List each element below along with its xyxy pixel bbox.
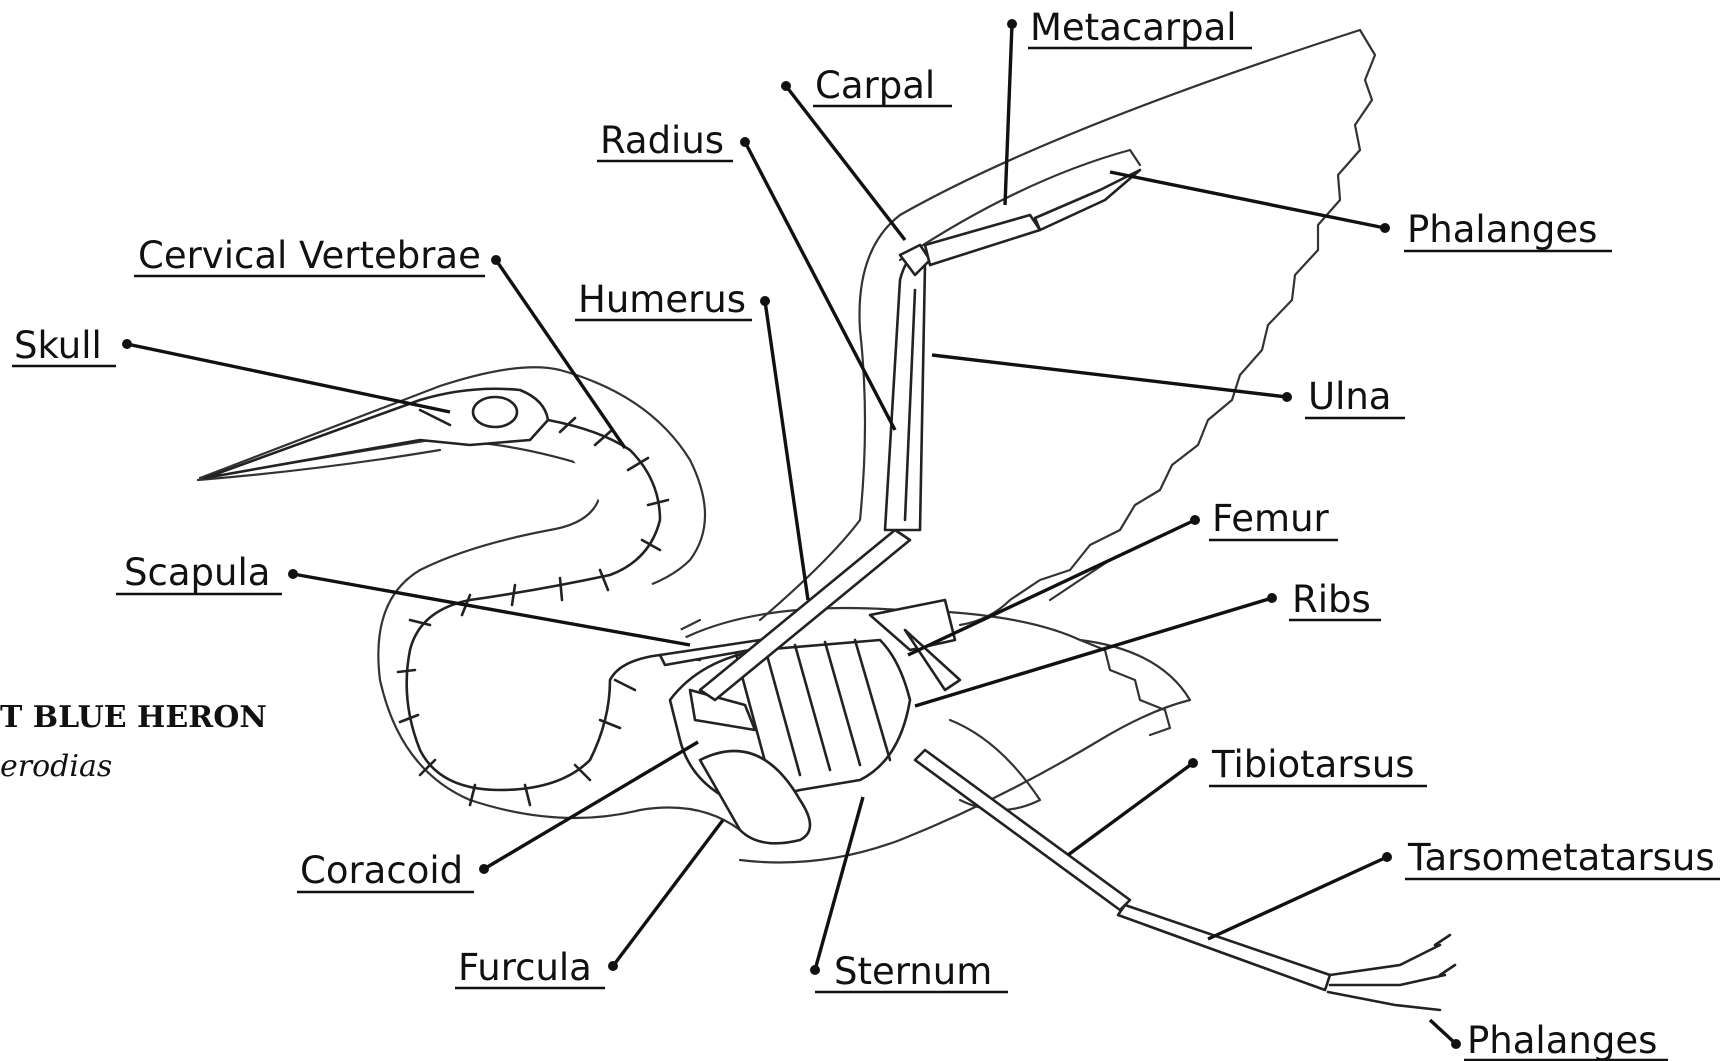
- label-ulna: Ulna: [1308, 375, 1392, 418]
- tarsometatarsus-bone: [1118, 905, 1330, 990]
- ulna-bone: [885, 255, 925, 530]
- wing-phalanges-bone: [1035, 170, 1140, 230]
- label-skull: Skull: [14, 324, 102, 367]
- metacarpal-bone: [925, 215, 1040, 265]
- label-phalanges-foot: Phalanges: [1467, 1019, 1657, 1061]
- tibiotarsus-bone: [915, 750, 1130, 910]
- label-cervical-vertebrae: Cervical Vertebrae: [138, 234, 481, 277]
- label-metacarpal: Metacarpal: [1030, 6, 1237, 49]
- label-humerus: Humerus: [578, 278, 746, 321]
- cervical-spine: [407, 420, 700, 790]
- foot-phalanges-bone: [1328, 935, 1455, 1010]
- label-sternum: Sternum: [834, 950, 992, 993]
- label-phalanges-wing: Phalanges: [1407, 208, 1597, 251]
- label-radius: Radius: [600, 119, 724, 162]
- label-carpal: Carpal: [815, 64, 935, 107]
- labels: Metacarpal Carpal Radius Phalanges Cervi…: [0, 6, 1720, 1061]
- label-tibiotarsus: Tibiotarsus: [1211, 743, 1415, 786]
- label-scapula: Scapula: [124, 551, 270, 594]
- specimen-common-name: T BLUE HERON: [0, 700, 267, 735]
- label-tarsometatarsus: Tarsometatarsus: [1407, 836, 1715, 879]
- label-ribs: Ribs: [1292, 578, 1371, 621]
- specimen-scientific-name: erodias: [0, 749, 112, 784]
- label-coracoid: Coracoid: [300, 849, 463, 892]
- label-furcula: Furcula: [458, 946, 592, 989]
- label-femur: Femur: [1212, 497, 1330, 540]
